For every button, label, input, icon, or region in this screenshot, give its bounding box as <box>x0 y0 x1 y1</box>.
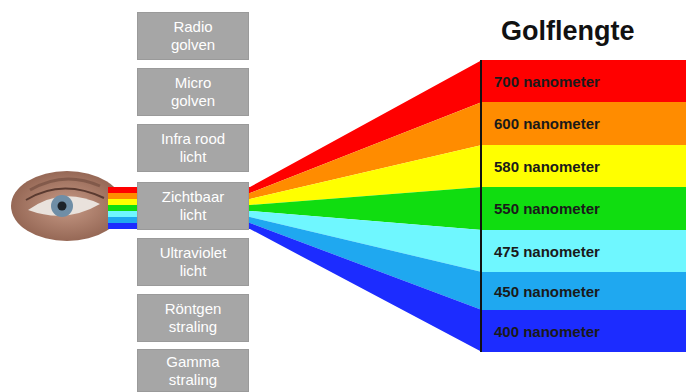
wavelength-label: 600 nanometer <box>494 115 600 132</box>
wavelength-band: 550 nanometer <box>482 187 686 230</box>
radiation-box: Radio golven <box>137 12 249 60</box>
radiation-label: Micro golven <box>151 74 235 110</box>
title: Golflengte <box>501 16 635 47</box>
wavelength-band: 475 nanometer <box>482 230 686 272</box>
wavelength-label: 700 nanometer <box>494 73 600 90</box>
radiation-box: Röntgen straling <box>137 294 249 342</box>
light-stripe <box>108 223 482 352</box>
radiation-label: Gamma straling <box>151 353 235 389</box>
wavelength-band: 450 nanometer <box>482 272 686 310</box>
radiation-label: Röntgen straling <box>151 300 235 336</box>
radiation-box: Ultraviolet licht <box>137 238 249 286</box>
wavelength-label: 475 nanometer <box>494 243 600 260</box>
wavelength-band: 600 nanometer <box>482 102 686 145</box>
radiation-box: Micro golven <box>137 68 249 116</box>
radiation-label: Zichtbaar licht <box>151 188 235 224</box>
radiation-label: Radio golven <box>151 18 235 54</box>
wavelength-label: 580 nanometer <box>494 158 600 175</box>
radiation-box: Gamma straling <box>137 349 249 392</box>
wavelength-label: 450 nanometer <box>494 283 600 300</box>
wavelength-label: 400 nanometer <box>494 323 600 340</box>
eye-picture <box>11 171 123 241</box>
wavelength-band: 580 nanometer <box>482 145 686 187</box>
wavelength-band: 700 nanometer <box>482 60 686 102</box>
wavelength-label: 550 nanometer <box>494 200 600 217</box>
radiation-label: Infra rood licht <box>151 130 235 166</box>
wavelength-band: 400 nanometer <box>482 310 686 352</box>
light-fan <box>108 60 482 352</box>
radiation-box: Infra rood licht <box>137 124 249 172</box>
radiation-label: Ultraviolet licht <box>151 244 235 280</box>
radiation-box: Zichtbaar licht <box>137 182 249 230</box>
